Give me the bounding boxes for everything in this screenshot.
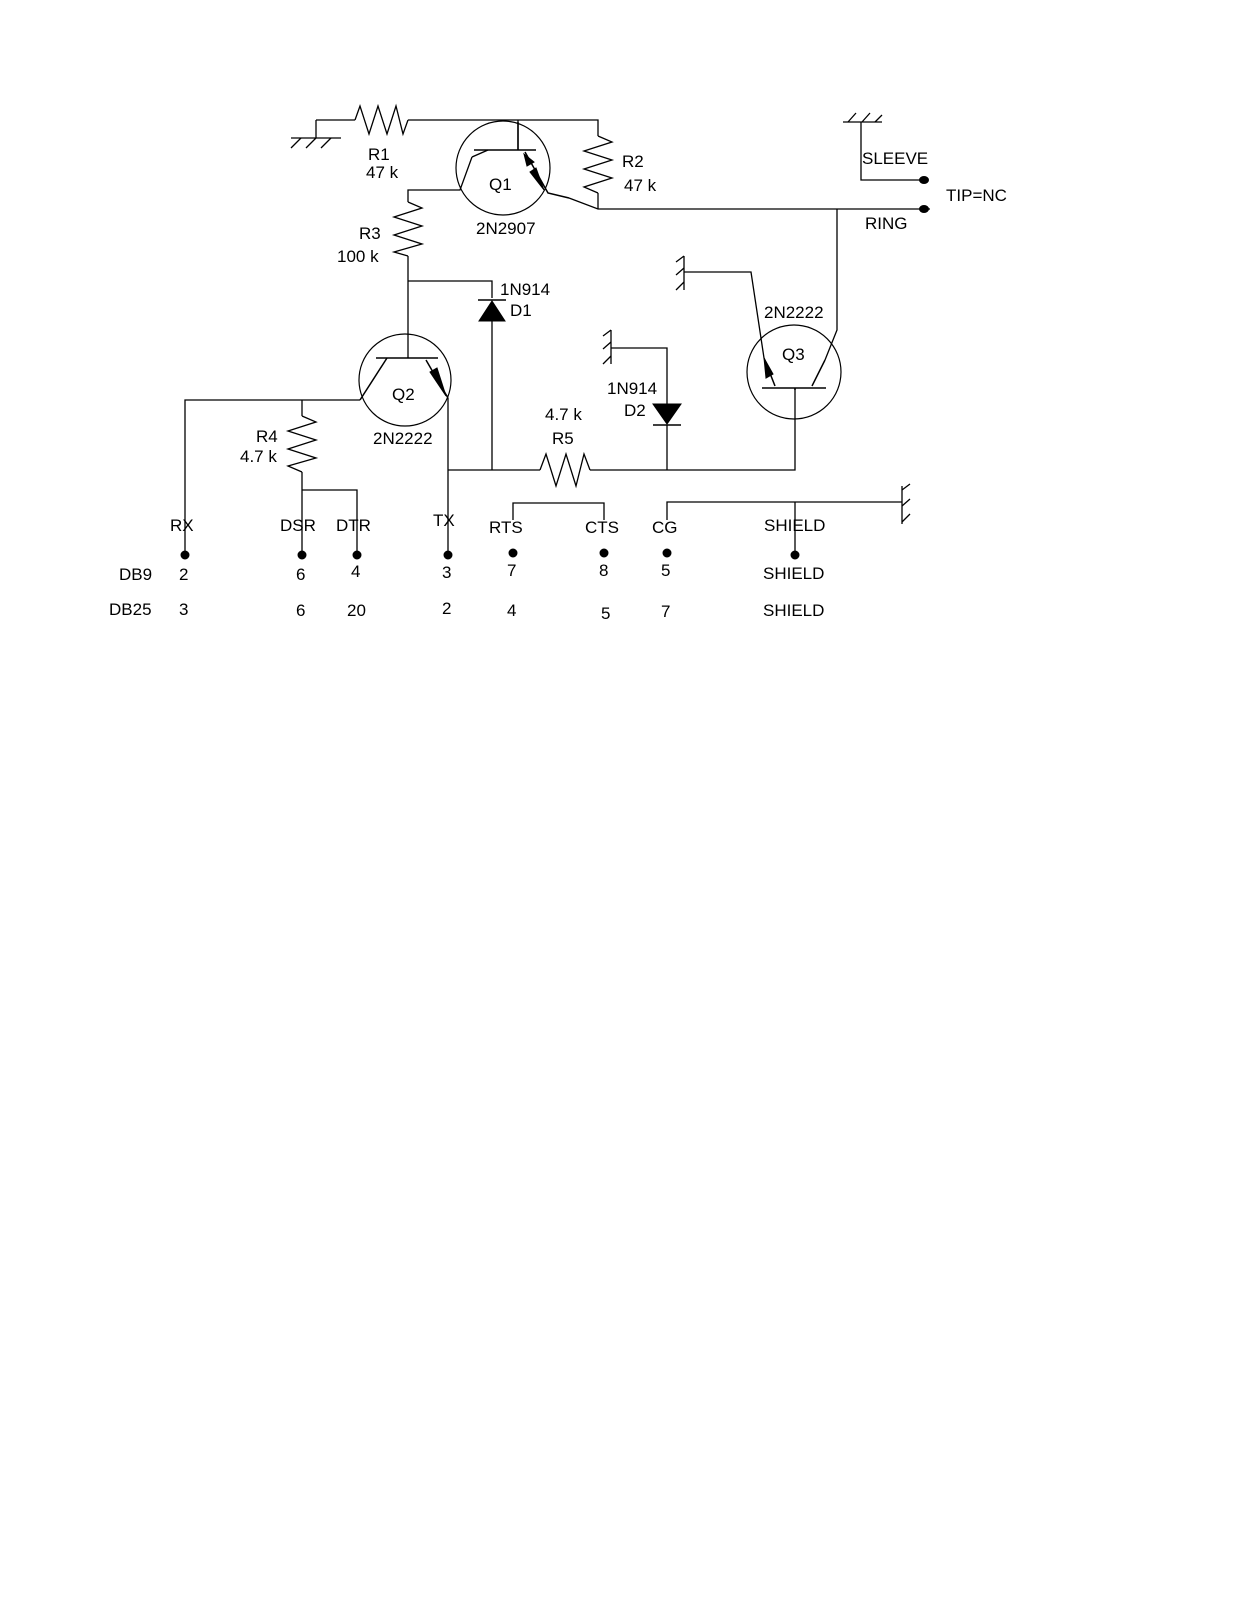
- db25-dsr-pin: 6: [296, 601, 305, 620]
- db9-dtr-pin: 4: [351, 562, 360, 581]
- wires: [184, 119, 930, 553]
- jack-ring-label: RING: [865, 214, 908, 233]
- db25-shield-pin: SHIELD: [763, 601, 824, 620]
- pin-rx-label: RX: [170, 516, 194, 535]
- db9-shield-pin: SHIELD: [763, 564, 824, 583]
- db25-cg-pin: 7: [661, 602, 670, 621]
- resistor-r1: R1 47 k: [354, 103, 409, 182]
- pin-cts-label: CTS: [585, 518, 619, 537]
- r4-ref: R4: [256, 427, 278, 446]
- db9-dsr-pin: 6: [296, 565, 305, 584]
- jack-tip-label: TIP=NC: [946, 186, 1007, 205]
- ground-symbol-sleeve: [843, 112, 883, 123]
- resistor-r4: R4 4.7 k: [240, 415, 319, 473]
- d1-ref: D1: [510, 301, 532, 320]
- q1-part: 2N2907: [476, 219, 536, 238]
- db25-rts-pin: 4: [507, 601, 516, 620]
- ground-symbol-q3: [675, 255, 685, 291]
- q3-part: 2N2222: [764, 303, 824, 322]
- ground-symbol-shield: [901, 483, 911, 524]
- r2-ref: R2: [622, 152, 644, 171]
- db25-label: DB25: [109, 600, 152, 619]
- resistor-r5: 4.7 k R5: [539, 405, 591, 489]
- transistor-q1: Q1 2N2907: [455, 120, 570, 238]
- db25-rx-pin: 3: [179, 600, 188, 619]
- transistor-q2: Q2 2N2222: [358, 333, 452, 448]
- r3-value: 100 k: [337, 247, 379, 266]
- db25-cts-pin: 5: [601, 604, 610, 623]
- r1-ref: R1: [368, 145, 390, 164]
- db9-cts-pin: 8: [599, 561, 608, 580]
- db9-pin-row: DB9 2 6 4 3 7 8 5 SHIELD: [119, 561, 824, 584]
- pin-dsr-label: DSR: [280, 516, 316, 535]
- ground-symbol-d2: [602, 329, 612, 365]
- jack-terminals: SLEEVE TIP=NC RING: [862, 149, 1007, 233]
- r2-value: 47 k: [624, 176, 657, 195]
- r3-ref: R3: [359, 224, 381, 243]
- serial-signal-labels: RX DSR DTR TX RTS CTS CG SHIELD: [170, 511, 825, 537]
- r4-value: 4.7 k: [240, 447, 277, 466]
- pin-dtr-label: DTR: [336, 516, 371, 535]
- pin-tx-label: TX: [433, 511, 455, 530]
- ground-symbol-r1: [290, 120, 341, 149]
- pin-shield-label: SHIELD: [764, 516, 825, 535]
- diode-d1: 1N914 D1: [478, 280, 550, 322]
- db9-cg-pin: 5: [661, 561, 670, 580]
- db9-rx-pin: 2: [179, 565, 188, 584]
- db25-dtr-pin: 20: [347, 601, 366, 620]
- d2-part: 1N914: [607, 379, 657, 398]
- q1-ref: Q1: [489, 175, 512, 194]
- db9-rts-pin: 7: [507, 561, 516, 580]
- resistor-r2: R2 47 k: [581, 135, 657, 195]
- q2-ref: Q2: [392, 385, 415, 404]
- q2-part: 2N2222: [373, 429, 433, 448]
- db25-tx-pin: 2: [442, 599, 451, 618]
- r5-ref: R5: [552, 429, 574, 448]
- pin-cg-label: CG: [652, 518, 678, 537]
- r5-value: 4.7 k: [545, 405, 582, 424]
- serial-pin-dots: [180, 548, 800, 560]
- jack-sleeve-label: SLEEVE: [862, 149, 928, 168]
- pin-rts-label: RTS: [489, 518, 523, 537]
- db25-pin-row: DB25 3 6 20 2 4 5 7 SHIELD: [109, 599, 824, 623]
- d1-part: 1N914: [500, 280, 550, 299]
- diode-d2: 1N914 D2: [607, 379, 682, 426]
- q3-ref: Q3: [782, 345, 805, 364]
- transistor-q3: Q3 2N2222: [746, 303, 842, 420]
- db9-tx-pin: 3: [442, 563, 451, 582]
- r1-value: 47 k: [366, 163, 399, 182]
- d2-ref: D2: [624, 401, 646, 420]
- resistor-r3: R3 100 k: [337, 201, 425, 266]
- db9-label: DB9: [119, 565, 152, 584]
